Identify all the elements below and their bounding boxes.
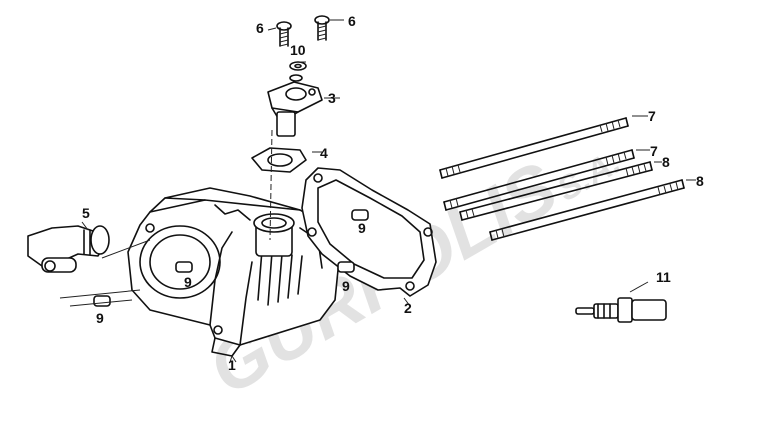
label-part-4: 4	[320, 145, 328, 161]
chain-tensioner	[267, 81, 323, 137]
label-part-9-left: 9	[96, 310, 104, 326]
washer	[289, 61, 307, 82]
label-part-10: 10	[290, 42, 306, 58]
label-part-8-bottom: 8	[696, 173, 704, 189]
watermark-suffix: S.A.	[551, 143, 627, 209]
label-part-7-bottom: 7	[650, 143, 658, 159]
label-part-1: 1	[228, 357, 236, 373]
intake-pipe	[27, 225, 110, 273]
label-part-2: 2	[404, 300, 412, 316]
cylinder-gasket	[301, 167, 437, 297]
label-part-6-left: 6	[256, 20, 264, 36]
label-part-9-upper: 9	[358, 220, 366, 236]
label-part-11: 11	[656, 269, 671, 285]
leader-lines	[59, 19, 696, 363]
label-part-8-top: 8	[662, 154, 670, 170]
label-part-9-gasket: 9	[342, 278, 350, 294]
label-part-7-top: 7	[648, 108, 656, 124]
cylinder-studs	[439, 117, 685, 241]
cylinder-block	[127, 187, 341, 363]
temperature-sensor	[575, 297, 667, 323]
label-part-3: 3	[328, 90, 336, 106]
label-part-5: 5	[82, 205, 90, 221]
tensioner-bolts	[276, 15, 330, 47]
part-labels: 1 2 3 4 5 6 6 7 7 8 8 9 9 9 9 10 11	[82, 13, 704, 373]
label-part-6-right: 6	[348, 13, 356, 29]
label-part-9-cylinder: 9	[184, 274, 192, 290]
tensioner-gasket	[251, 147, 307, 173]
